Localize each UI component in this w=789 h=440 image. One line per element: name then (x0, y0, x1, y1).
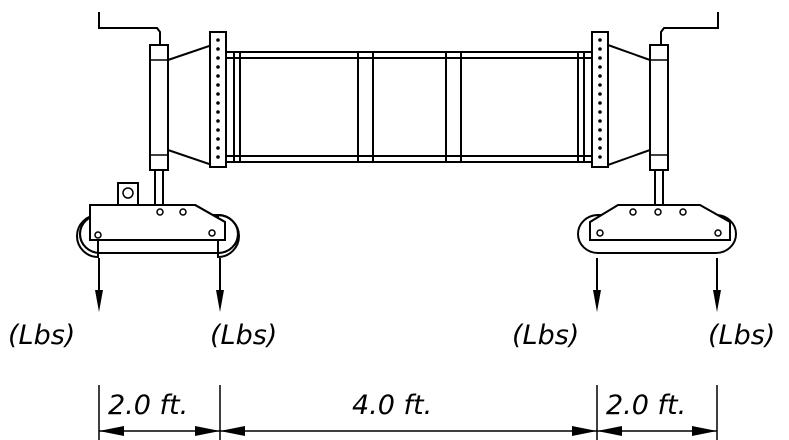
left-flange-holes (216, 38, 220, 159)
right-crank-handle (660, 12, 719, 45)
dimension-lines (98, 385, 718, 440)
dimension-label-center: 4.0 ft. (352, 390, 433, 421)
right-jack-post (649, 44, 669, 171)
load-label-4: (Lbs) (708, 320, 776, 351)
dimension-label-left: 2.0 ft. (108, 390, 189, 421)
load-label-3: (Lbs) (512, 320, 580, 351)
left-cone (167, 43, 213, 167)
right-cone (607, 43, 651, 167)
left-jack-post (149, 44, 169, 171)
load-label-2: (Lbs) (210, 320, 278, 351)
dimension-label-right: 2.0 ft. (606, 390, 687, 421)
left-control-box (117, 182, 139, 206)
right-cart (577, 12, 737, 254)
right-cart-body (589, 204, 731, 241)
left-wheels (79, 204, 239, 254)
right-flange-holes (598, 38, 602, 159)
load-label-1: (Lbs) (8, 320, 76, 351)
left-crank-handle (98, 12, 161, 45)
center-frame (225, 51, 593, 163)
load-arrows (95, 258, 721, 312)
